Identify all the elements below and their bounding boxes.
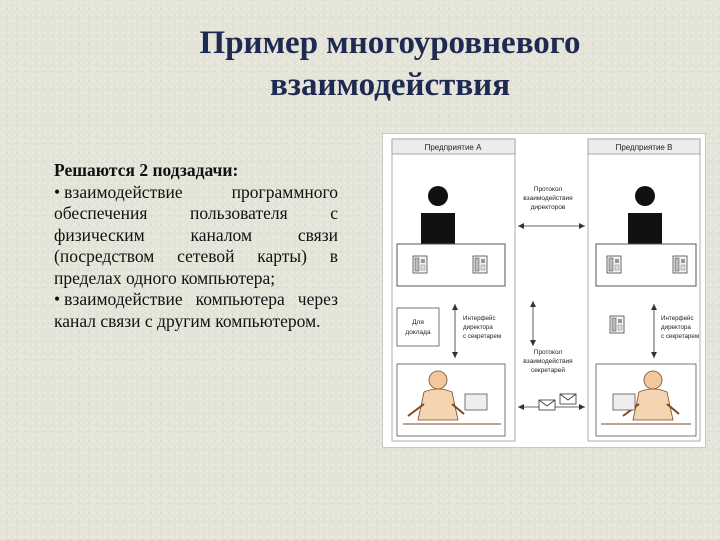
enterprise-b-header (587, 138, 701, 155)
interaction-diagram: Предприятие А Предприятие В Протокол вза… (382, 133, 706, 448)
interface-b-arrow-heads (651, 304, 657, 358)
protocol-secretaries-line-3: секретарей (531, 366, 565, 374)
subtasks-heading: Решаются 2 подзадачи: (54, 160, 239, 180)
director-a-icon (421, 186, 455, 252)
phone-icon (609, 315, 625, 334)
interface-left-line-2: директора (463, 324, 493, 331)
envelope-icon (538, 399, 556, 411)
enterprise-b-label: Предприятие В (616, 143, 673, 152)
bullet-item-2: •взаимодействие компьютера через канал с… (54, 289, 338, 332)
interface-left-line-1: Интерфейс (463, 315, 496, 322)
interface-right-line-1: Интерфейс (661, 315, 694, 322)
enterprise-a-header (391, 138, 516, 155)
protocol-directors-line-1: Протокол (534, 186, 563, 193)
protocol-directors-line-2: взаимодействия (523, 194, 573, 202)
phone-icon (672, 255, 688, 274)
phone-icon (472, 255, 488, 274)
interface-a-arrow-heads (452, 304, 458, 358)
interface-right-line-2: директора (661, 324, 691, 331)
phone-icon (606, 255, 622, 274)
phone-icon (412, 255, 428, 274)
protocol-secretaries-line-2: взаимодействия (523, 357, 573, 365)
interface-left-line-3: с секретарем (463, 333, 501, 340)
director-b-icon (628, 186, 662, 252)
computer-a-icon (464, 393, 488, 411)
interface-right-line-3: с секретарем (661, 333, 699, 340)
protocol-directors-line-3: директоров (531, 204, 566, 211)
bullet-item-1: •взаимодействие программного обеспечения… (54, 182, 338, 290)
report-line-1: Для (412, 319, 424, 326)
bullet-icon: • (54, 181, 61, 202)
diagram-svg: Предприятие А Предприятие В Протокол вза… (391, 138, 701, 442)
body-text: Решаются 2 подзадачи: •взаимодействие пр… (54, 160, 338, 332)
report-line-2: доклада (405, 329, 431, 336)
computer-b-icon (612, 393, 636, 411)
title-line-2: взаимодействия (269, 67, 511, 103)
slide-title: Пример многоуровневого взаимодействия (150, 22, 630, 106)
bullet-text-1: взаимодействие программного обеспечения … (54, 181, 338, 288)
title-line-1: Пример многоуровневого (199, 25, 581, 61)
report-box (396, 307, 440, 347)
protocol-secretaries-line-1: Протокол (534, 349, 563, 356)
enterprise-a-label: Предприятие А (425, 143, 483, 152)
envelope-icon (559, 393, 577, 405)
bullet-icon: • (54, 289, 61, 309)
bullet-text-2: взаимодействие компьютера через канал св… (54, 289, 338, 331)
